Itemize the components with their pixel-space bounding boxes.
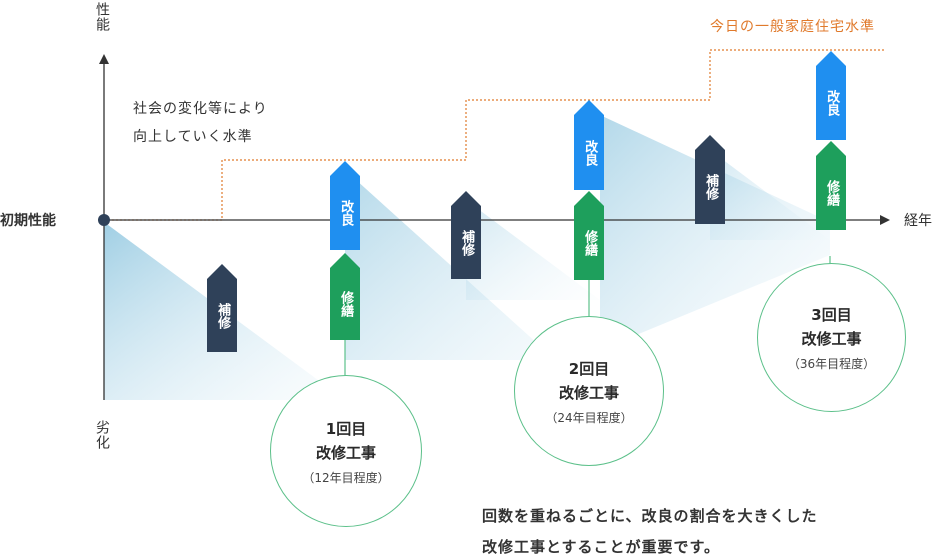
renovation-3-title: 3回目: [811, 306, 852, 324]
origin-label: 初期性能: [0, 213, 56, 229]
kairyo-marker-2: 改良: [574, 100, 604, 190]
degradation-area-5: [710, 150, 830, 240]
kairyo-marker-1: 改良: [330, 161, 360, 250]
renovation-circle-2: 2回目 改修工事 （24年目程度）: [514, 316, 664, 466]
origin-dot: [98, 214, 110, 226]
renovation-3-subtitle: 改修工事: [801, 330, 862, 348]
renovation-circle-1: 1回目 改修工事 （12年目程度）: [270, 375, 422, 527]
hoshu-marker-1: 補修: [207, 264, 237, 352]
society-level-line: [104, 49, 885, 221]
renovation-2-subtitle: 改修工事: [558, 383, 619, 402]
x-axis-right-label: 経年: [904, 213, 932, 229]
kairyo-marker-3: 改良: [816, 51, 846, 140]
y-axis-arrowhead: [99, 54, 109, 64]
today-level-label: 今日の一般家庭住宅水準: [710, 19, 875, 35]
conclusion-line-1: 回数を重ねるごとに、改良の割合を大きくした: [482, 507, 818, 525]
shuzen-marker-3: 修繕: [816, 141, 846, 230]
renovation-3-note: （36年目程度）: [787, 357, 876, 371]
shuzen-marker-1: 修繕: [330, 253, 360, 340]
society-level-label-1: 社会の変化等により: [133, 101, 268, 117]
shuzen-marker-2: 修繕: [574, 191, 604, 280]
renovation-2-title: 2回目: [568, 359, 610, 378]
renovation-1-title: 1回目: [325, 419, 367, 438]
hoshu-marker-3: 補修: [695, 135, 725, 224]
hoshu-marker-2: 補修: [451, 191, 481, 279]
renovation-1-note: （12年目程度）: [302, 470, 390, 485]
x-axis-arrowhead: [880, 215, 890, 225]
renovation-2-note: （24年目程度）: [545, 410, 633, 425]
conclusion-line-2: 改修工事とすることが重要です。: [482, 538, 721, 556]
renovation-1-subtitle: 改修工事: [315, 443, 376, 462]
renovation-circle-3: 3回目 改修工事 （36年目程度）: [757, 263, 906, 412]
y-axis-bottom-label: 劣化: [94, 420, 110, 450]
society-level-label-2: 向上していく水準: [133, 129, 253, 145]
degradation-area-4: [466, 200, 600, 300]
y-axis-top-label: 性能: [94, 2, 110, 32]
